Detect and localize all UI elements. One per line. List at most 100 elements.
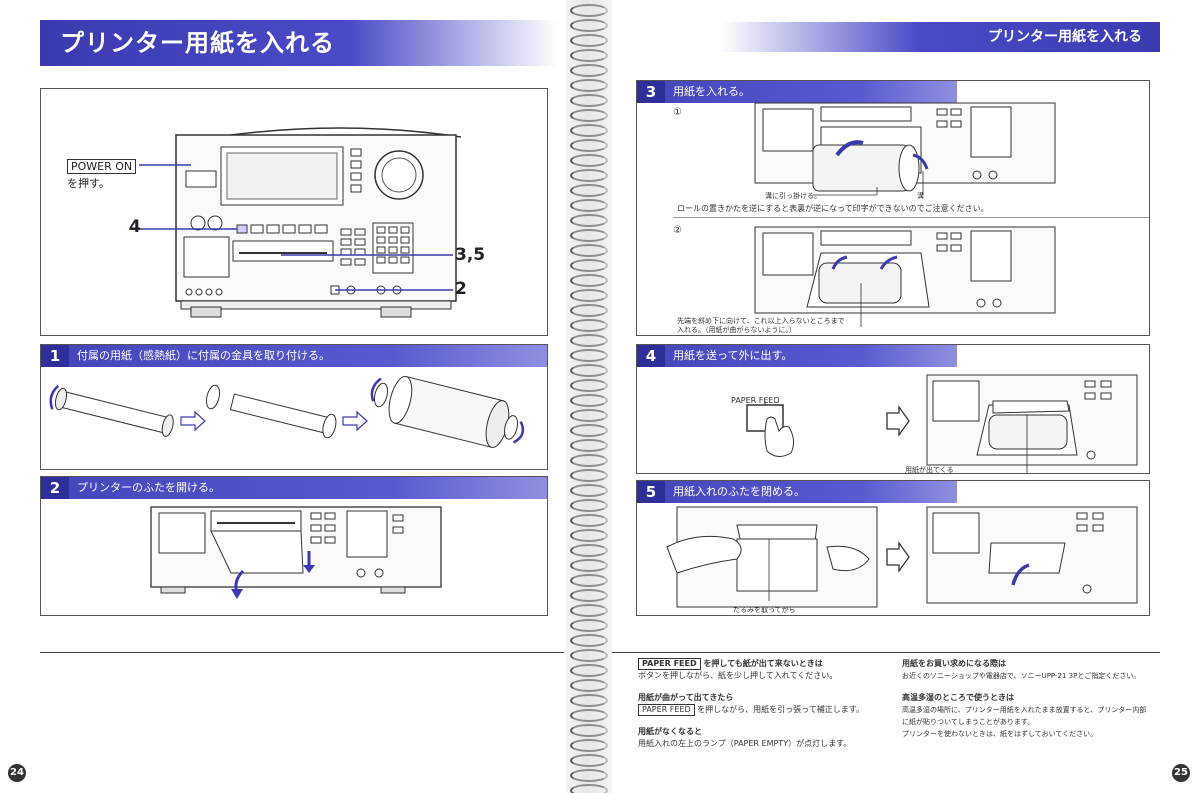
spiral-coil xyxy=(570,94,608,107)
note-5-body-line-1: 高温多湿の場所に、プリンター用紙を入れたまま放置すると、プリンター内部 xyxy=(902,706,1147,714)
spiral-coil xyxy=(570,664,608,677)
spiral-coil xyxy=(570,139,608,152)
spiral-coil xyxy=(570,769,608,782)
step-3-caption-groove: 溝 xyxy=(917,192,924,200)
note-1-title: PAPER FEED を押しても紙が出て来ないときは xyxy=(638,658,878,670)
spiral-coil xyxy=(570,304,608,317)
note-1-title-rest: を押しても紙が出て来ないときは xyxy=(703,659,823,668)
page-number-right: 25 xyxy=(1172,764,1190,782)
step-4-number: 4 xyxy=(637,345,665,367)
paper-feed-button-label: PAPER FEED xyxy=(731,396,780,405)
spiral-coil xyxy=(570,514,608,527)
step-3-number: 3 xyxy=(637,81,665,103)
note-4-title: 用紙をお買い求めになる際は xyxy=(902,659,1006,668)
spiral-coil xyxy=(570,364,608,377)
overview-illustration-box: POWER ON を押す。 4 3,5 2 xyxy=(40,88,548,336)
spiral-coil xyxy=(570,454,608,467)
insert-roll-illustration-1 xyxy=(754,102,1056,196)
spiral-coil xyxy=(570,589,608,602)
spiral-coil xyxy=(570,544,608,557)
note-2-body-rest: を押しながら、用紙を引っ張って補正します。 xyxy=(697,705,864,714)
step-3-caption-hook: 溝に引っ掛ける。 xyxy=(765,192,821,200)
spiral-coil xyxy=(570,469,608,482)
step-5-caption: たるみを取ってから xyxy=(733,606,796,614)
spiral-coil xyxy=(570,109,608,122)
step-4-box: 4 用紙を送って外に出す。 PAPER FEED 用紙が出てくる xyxy=(636,344,1150,474)
note-5-body-line-3: プリンターを使わないときは、紙をはずしておいてください。 xyxy=(902,730,1098,738)
note-5-body-line-2: に紙が貼りついてしまうことがあります。 xyxy=(902,718,1035,726)
spiral-coil xyxy=(570,724,608,737)
spiral-coil xyxy=(570,169,608,182)
step-1-header: 1 付属の用紙（感熱紙）に付属の金具を取り付ける。 xyxy=(41,345,547,367)
spiral-coil xyxy=(570,649,608,662)
spiral-coil xyxy=(570,34,608,47)
step-3-warning: ロールの置きかたを逆にすると表裏が逆になって印字ができないのでご注意ください。 xyxy=(677,204,989,213)
notes-column-2: 用紙をお買い求めになる際は お近くのソニーショップや電器店で、ソニーUPP-21… xyxy=(902,658,1172,740)
spiral-coil xyxy=(570,754,608,767)
paper-feed-key-1: PAPER FEED xyxy=(638,658,701,670)
spiral-coil xyxy=(570,604,608,617)
step-5-box: 5 用紙入れのふたを閉める。 たるみを取ってから xyxy=(636,480,1150,616)
note-2-body: PAPER FEED を押しながら、用紙を引っ張って補正します。 xyxy=(638,704,878,716)
note-2-title: 用紙が曲がって出てきたら xyxy=(638,693,734,702)
insert-roll-illustration-2 xyxy=(754,226,1056,327)
step-3-sub-1: ① xyxy=(673,107,682,118)
spiral-coil xyxy=(570,379,608,392)
spiral-coil xyxy=(570,64,608,77)
power-on-caption: を押す。 xyxy=(67,177,110,190)
page-number-left: 24 xyxy=(8,764,26,782)
device-front-illustration xyxy=(129,127,462,318)
step-1-number: 1 xyxy=(41,345,69,367)
power-on-callout: POWER ON xyxy=(67,159,137,174)
step-5-text: 用紙入れのふたを閉める。 xyxy=(673,485,805,498)
step-2-box: 2 プリンターのふたを開ける。 xyxy=(40,476,548,616)
roll-assembly-illustration xyxy=(49,375,525,448)
step-2-text: プリンターのふたを開ける。 xyxy=(77,481,220,494)
spiral-binding xyxy=(566,0,612,793)
spiral-coil xyxy=(570,694,608,707)
spiral-coil xyxy=(570,529,608,542)
close-lid-illustration xyxy=(666,506,1138,608)
spiral-coil xyxy=(570,739,608,752)
press-paper-feed-illustration xyxy=(746,374,1138,473)
notes-column-1: PAPER FEED を押しても紙が出て来ないときは ボタンを押しながら、紙を少… xyxy=(638,658,878,750)
open-printer-lid-illustration xyxy=(150,506,442,599)
note-4-body: お近くのソニーショップや電器店で、ソニーUPP-21 3Pとご指定ください。 xyxy=(902,672,1141,680)
spiral-coil xyxy=(570,334,608,347)
step-1-text: 付属の用紙（感熱紙）に付属の金具を取り付ける。 xyxy=(77,349,330,362)
spiral-coil xyxy=(570,484,608,497)
spiral-coil xyxy=(570,634,608,647)
spiral-coil xyxy=(570,229,608,242)
callout-4: 4 xyxy=(129,217,141,237)
spiral-coil xyxy=(570,154,608,167)
step-1-box: 1 付属の用紙（感熱紙）に付属の金具を取り付ける。 xyxy=(40,344,548,470)
spiral-coil xyxy=(570,199,608,212)
step-5-number: 5 xyxy=(637,481,665,503)
note-1-body: ボタンを押しながら、紙を少し押して入れてください。 xyxy=(638,671,838,680)
step-4-header: 4 用紙を送って外に出す。 xyxy=(637,345,957,367)
left-page: プリンター用紙を入れる xyxy=(0,0,584,793)
spiral-coil xyxy=(570,409,608,422)
spiral-coil xyxy=(570,784,608,793)
step-3-divider xyxy=(673,217,1149,218)
spiral-coil xyxy=(570,394,608,407)
step-4-caption: 用紙が出てくる xyxy=(905,466,954,474)
spiral-coil xyxy=(570,184,608,197)
spiral-coil xyxy=(570,214,608,227)
spiral-coil xyxy=(570,19,608,32)
step-2-number: 2 xyxy=(41,477,69,499)
step-5-header: 5 用紙入れのふたを閉める。 xyxy=(637,481,957,503)
spiral-coil xyxy=(570,709,608,722)
page-title-left: プリンター用紙を入れる xyxy=(40,20,558,66)
step-4-text: 用紙を送って外に出す。 xyxy=(673,349,793,362)
spiral-coil xyxy=(570,349,608,362)
spiral-coil xyxy=(570,574,608,587)
spiral-coil xyxy=(570,4,608,17)
note-5-title: 高温多湿のところで使うときは xyxy=(902,693,1014,702)
spiral-coil xyxy=(570,49,608,62)
spiral-coil xyxy=(570,439,608,452)
step-3-instruction-line-2: 入れる。（用紙が曲がらないように。） xyxy=(677,326,796,334)
spiral-coil xyxy=(570,424,608,437)
callout-2: 2 xyxy=(455,279,467,299)
